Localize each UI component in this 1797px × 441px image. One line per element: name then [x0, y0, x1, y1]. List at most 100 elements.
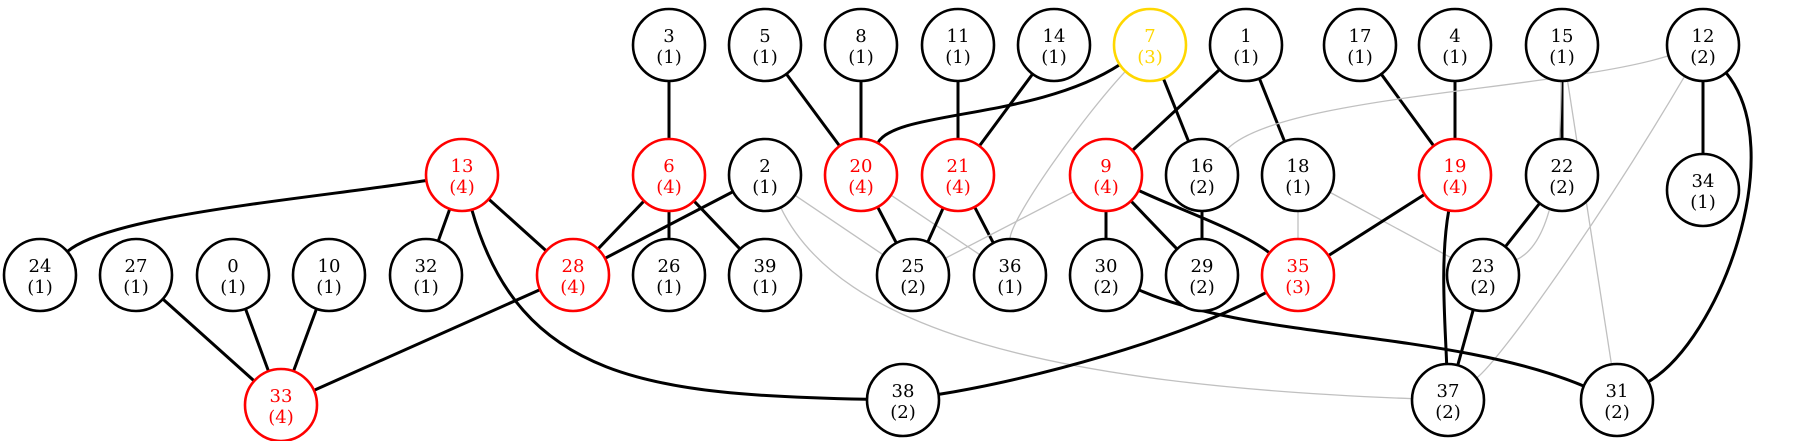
node-count-label: (2): [1690, 47, 1716, 68]
edge-14-21: [978, 73, 1034, 147]
node-count-label: (4): [560, 277, 586, 298]
node-circle: [631, 137, 707, 213]
node-count-label: (1): [945, 47, 971, 68]
node-count-label: (1): [656, 47, 682, 68]
edge-12-16: [1226, 55, 1669, 150]
node-30: 30(2): [1068, 237, 1144, 313]
edge-0-33: [244, 308, 270, 372]
edge-21-36: [973, 206, 995, 244]
node-circle: [1260, 237, 1336, 313]
node-21: 21(4): [920, 137, 996, 213]
node-circle: [1112, 7, 1188, 83]
node-23: 23(2): [1445, 237, 1521, 313]
node-34: 34(1): [1665, 152, 1741, 228]
node-circle: [1164, 237, 1240, 313]
node-count-label: (4): [848, 177, 874, 198]
node-id-label: 14: [1043, 26, 1066, 47]
node-28: 28(4): [535, 237, 611, 313]
edge-21-25: [926, 207, 945, 243]
node-count-label: (1): [1690, 192, 1716, 213]
node-24: 24(1): [2, 237, 78, 313]
node-circle: [195, 237, 271, 313]
edge-13-38: [470, 209, 868, 401]
node-count-label: (1): [752, 177, 778, 198]
node-circle: [1016, 7, 1092, 83]
edge-19-35: [1327, 193, 1426, 257]
edge-7-36: [1009, 70, 1126, 240]
node-circle: [875, 237, 951, 313]
node-id-label: 1: [1240, 26, 1251, 47]
node-id-label: 29: [1191, 256, 1214, 277]
node-id-label: 19: [1444, 156, 1467, 177]
node-circle: [727, 137, 803, 213]
node-circle: [1665, 7, 1741, 83]
node-count-label: (1): [1347, 47, 1373, 68]
node-count-label: (2): [900, 277, 926, 298]
node-id-label: 30: [1095, 256, 1118, 277]
node-circle: [291, 237, 367, 313]
node-count-label: (2): [1093, 277, 1119, 298]
node-count-label: (2): [1189, 277, 1215, 298]
node-circle: [1208, 7, 1284, 83]
node-1: 1(1): [1208, 7, 1284, 83]
node-count-label: (2): [1189, 177, 1215, 198]
edge-23-37: [1456, 309, 1475, 366]
node-count-label: (1): [752, 47, 778, 68]
edges-layer: [66, 55, 1753, 401]
node-37: 37(2): [1410, 362, 1486, 438]
node-25: 25(2): [875, 237, 951, 313]
node-5: 5(1): [727, 7, 803, 83]
node-circle: [972, 237, 1048, 313]
node-id-label: 33: [270, 386, 293, 407]
node-circle: [920, 7, 996, 83]
node-circle: [388, 237, 464, 313]
node-id-label: 12: [1692, 26, 1715, 47]
node-count-label: (1): [123, 277, 149, 298]
node-0: 0(1): [195, 237, 271, 313]
node-35: 35(3): [1260, 237, 1336, 313]
node-count-label: (4): [1442, 177, 1468, 198]
edge-7-20: [876, 63, 1121, 144]
node-circle: [631, 237, 707, 313]
node-id-label: 3: [663, 26, 674, 47]
edge-9-35: [1137, 189, 1271, 255]
node-id-label: 25: [902, 256, 925, 277]
node-circle: [1524, 7, 1600, 83]
node-circle: [243, 367, 319, 441]
node-31: 31(2): [1579, 362, 1655, 438]
node-count-label: (3): [1285, 277, 1311, 298]
edge-1-9: [1131, 68, 1221, 152]
node-33: 33(4): [243, 367, 319, 441]
node-circle: [823, 7, 899, 83]
node-14: 14(1): [1016, 7, 1092, 83]
edge-13-24: [66, 179, 427, 253]
edge-1-18: [1257, 77, 1287, 143]
node-id-label: 34: [1692, 171, 1715, 192]
node-id-label: 21: [947, 156, 970, 177]
node-id-label: 38: [892, 381, 915, 402]
node-count-label: (2): [1549, 177, 1575, 198]
node-count-label: (1): [316, 277, 342, 298]
node-circle: [727, 7, 803, 83]
node-count-label: (4): [449, 177, 475, 198]
node-id-label: 32: [415, 256, 438, 277]
node-count-label: (3): [1137, 47, 1163, 68]
node-circle: [535, 237, 611, 313]
node-10: 10(1): [291, 237, 367, 313]
edge-22-23: [1504, 202, 1541, 248]
node-id-label: 22: [1551, 156, 1574, 177]
node-6: 6(4): [631, 137, 707, 213]
node-id-label: 24: [29, 256, 52, 277]
node-15: 15(1): [1524, 7, 1600, 83]
node-27: 27(1): [98, 237, 174, 313]
node-circle: [823, 137, 899, 213]
node-count-label: (4): [656, 177, 682, 198]
node-circle: [1524, 137, 1600, 213]
node-count-label: (2): [1435, 402, 1461, 423]
node-id-label: 36: [999, 256, 1022, 277]
edge-2-37: [780, 207, 1413, 400]
node-count-label: (1): [1442, 47, 1468, 68]
node-id-label: 10: [318, 256, 341, 277]
node-id-label: 9: [1100, 156, 1111, 177]
